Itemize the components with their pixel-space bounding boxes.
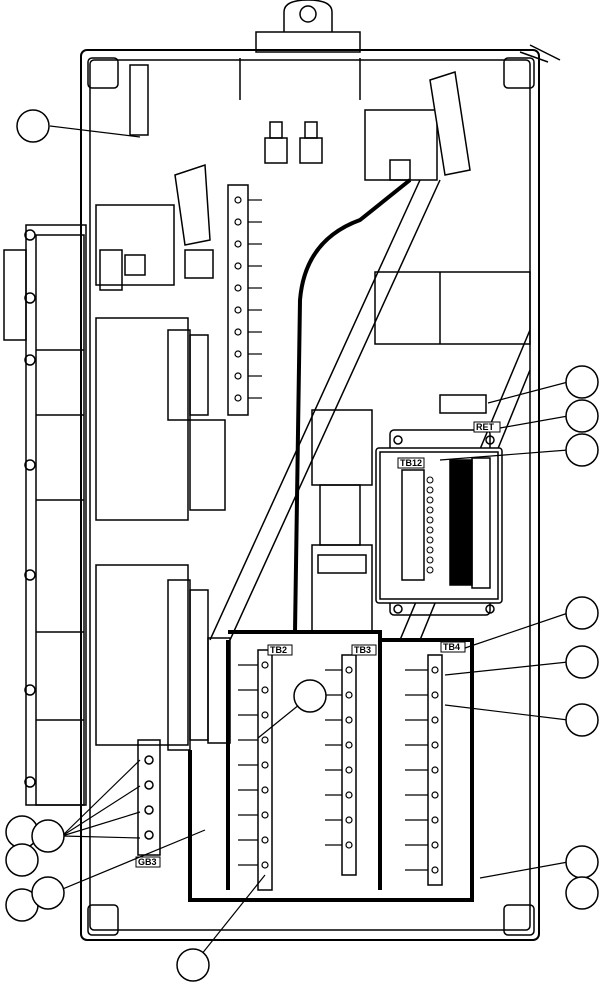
- callout-right-7: [565, 845, 599, 879]
- label-tb12: TB12: [400, 458, 422, 468]
- label-tb4: TB4: [443, 642, 460, 652]
- tb4-terminal-strip: [405, 654, 443, 886]
- callout-right-2: [565, 399, 599, 433]
- callout-center: [293, 679, 327, 713]
- callout-left-top: [16, 109, 50, 143]
- callout-left-c: [5, 843, 39, 877]
- label-gb3: GB3: [138, 857, 157, 867]
- callout-circles: [5, 109, 599, 982]
- enclosure-frame: [80, 44, 561, 941]
- wire-harness: [188, 178, 474, 902]
- callout-right-4: [565, 596, 599, 630]
- fuse-pair: [239, 58, 361, 164]
- component-labels: TB12 RET TB4 TB2 TB3 GB3: [135, 421, 501, 868]
- callout-right-5: [565, 645, 599, 679]
- relay-top-left: [95, 64, 214, 291]
- callout-left-b: [31, 819, 65, 853]
- gb3-ground-bar: [137, 739, 161, 856]
- side-mounting-rail: [3, 224, 87, 806]
- tb12-panel: [375, 429, 503, 616]
- callout-right-8: [565, 876, 599, 910]
- callout-right-3: [565, 433, 599, 467]
- terminal-strip-upper: [227, 184, 262, 416]
- mounting-block: [374, 271, 531, 414]
- label-ret: RET: [476, 422, 495, 432]
- callout-right-6: [565, 703, 599, 737]
- callout-bottom: [176, 948, 210, 982]
- tb2-terminal-strip: [238, 649, 273, 891]
- transformer-lower: [95, 564, 231, 751]
- center-module: [311, 409, 373, 634]
- transformer-upper: [95, 317, 226, 521]
- callout-left-e: [31, 876, 65, 910]
- lifting-ring: [255, 0, 361, 53]
- label-tb2: TB2: [270, 645, 287, 655]
- callout-right-1: [565, 365, 599, 399]
- relay-top-right: [364, 71, 471, 181]
- label-tb3: TB3: [354, 645, 371, 655]
- tb3-terminal-strip: [325, 654, 357, 876]
